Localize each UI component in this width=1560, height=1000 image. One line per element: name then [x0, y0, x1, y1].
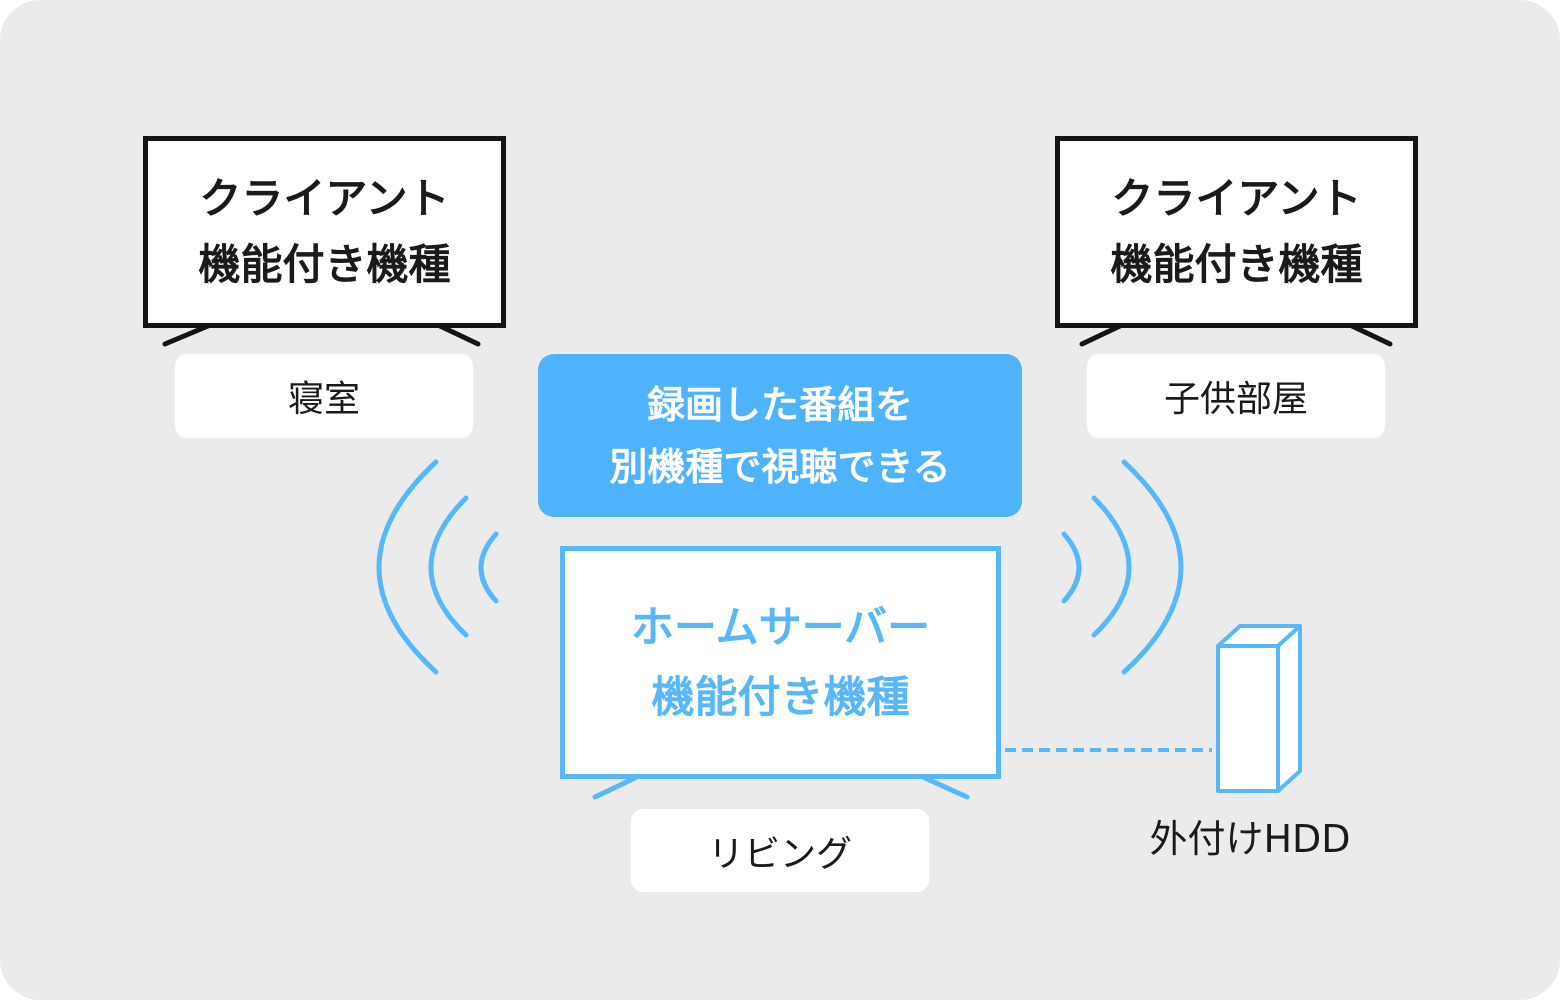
room-label-bedroom-text: 寝室	[287, 379, 360, 420]
hdd-label-text: 外付けHDD	[1149, 817, 1351, 861]
wifi-waves-left-icon	[376, 459, 499, 675]
room-label-living-text: リビング	[707, 833, 852, 875]
client-tv-left: クライアント 機能付き機種	[143, 136, 506, 328]
client-tv-right-line-2: 機能付き機種	[1110, 240, 1363, 289]
room-label-bedroom: 寝室	[175, 354, 473, 438]
hdd-icon	[1216, 624, 1302, 793]
tv-stand-server	[592, 775, 970, 800]
room-label-kids-room: 子供部屋	[1087, 354, 1385, 438]
server-tv: ホームサーバー 機能付き機種	[560, 546, 1001, 779]
tv-stand-left	[162, 323, 481, 347]
wifi-waves-right-icon	[1061, 459, 1184, 675]
server-tv-line-2: 機能付き機種	[651, 672, 910, 723]
client-tv-right: クライアント 機能付き機種	[1055, 136, 1418, 328]
server-tv-line-1: ホームサーバー	[630, 602, 931, 653]
hdd-label: 外付けHDD	[1120, 808, 1380, 864]
room-label-living: リビング	[631, 809, 929, 892]
client-tv-right-line-1: クライアント	[1111, 174, 1362, 223]
tv-stand-right	[1079, 323, 1393, 347]
feature-banner: 録画した番組を 別機種で視聴できる	[538, 354, 1022, 517]
feature-banner-line-2: 別機種で視聴できる	[609, 444, 951, 489]
feature-banner-line-1: 録画した番組を	[646, 382, 913, 427]
room-label-kids-room-text: 子供部屋	[1163, 379, 1308, 420]
client-tv-left-line-1: クライアント	[199, 174, 450, 223]
client-tv-left-line-2: 機能付き機種	[198, 240, 451, 289]
